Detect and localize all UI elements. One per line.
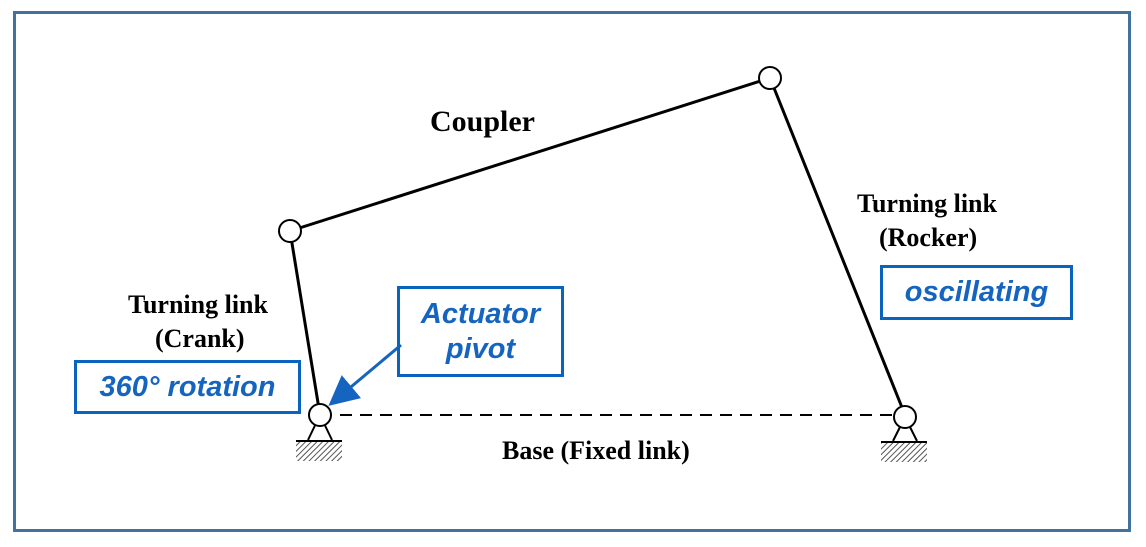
joint-actuator-pivot xyxy=(308,403,332,427)
rocker-label-line1: Turning link xyxy=(857,189,997,218)
crank-label-line1: Turning link xyxy=(128,290,268,319)
actuator-pivot-callout: Actuator pivot xyxy=(397,286,564,377)
rocker-motion-text: oscillating xyxy=(904,276,1049,308)
left-ground-support xyxy=(296,414,342,461)
crank-motion-callout: 360° rotation xyxy=(74,360,301,414)
diagram-frame xyxy=(13,11,1131,532)
actuator-arrow xyxy=(328,343,402,406)
crank-label-line2: (Crank) xyxy=(155,324,245,353)
crank-motion-text: 360° rotation xyxy=(99,370,276,403)
right-ground-support xyxy=(881,416,927,462)
actuator-text-line1: Actuator xyxy=(420,297,541,330)
rocker-label-line2: (Rocker) xyxy=(879,223,978,252)
joint-coupler-rocker xyxy=(758,66,782,90)
base-label: Base (Fixed link) xyxy=(502,436,690,465)
rocker-motion-callout: oscillating xyxy=(880,265,1073,320)
joint-crank-coupler xyxy=(278,219,302,243)
coupler-link xyxy=(289,76,771,233)
crank-link xyxy=(288,230,322,416)
actuator-text-line2: pivot xyxy=(445,332,516,365)
coupler-label: Coupler xyxy=(430,105,535,138)
joint-rocker-pivot xyxy=(893,405,917,429)
rocker-link xyxy=(768,77,907,416)
